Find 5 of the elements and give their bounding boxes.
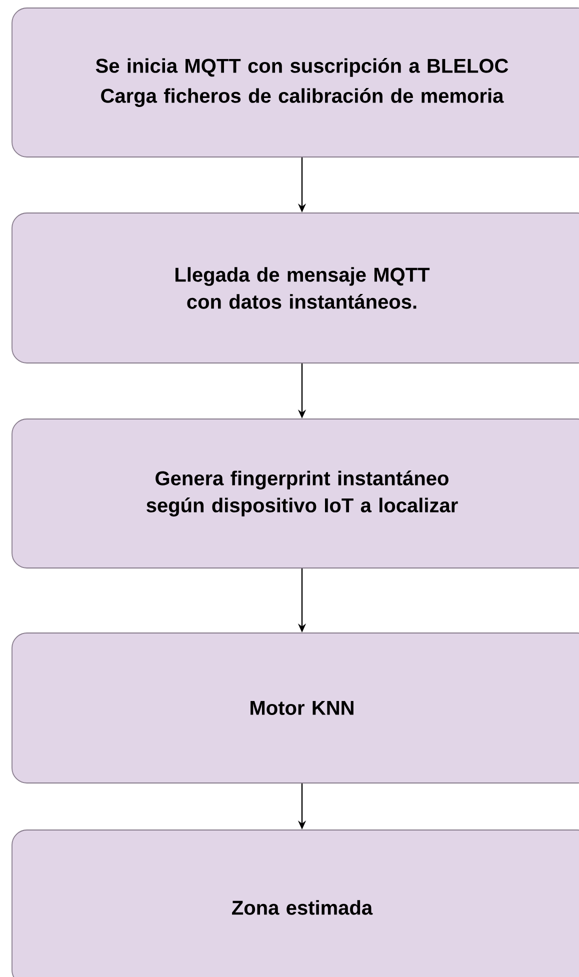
process-box: Llegada de mensaje MQTT con datos instantáneos.	[12, 212, 579, 364]
process-box: Zona estimada	[12, 830, 579, 977]
process-box: Genera fingerprint instantáneo según dispositivo IoT a localizar	[12, 418, 579, 568]
process-box: Motor KNN	[12, 632, 579, 784]
process-box: Se inicia MQTT con suscripción a BLELOC Carga ficheros de calibración de memoria	[12, 8, 579, 158]
